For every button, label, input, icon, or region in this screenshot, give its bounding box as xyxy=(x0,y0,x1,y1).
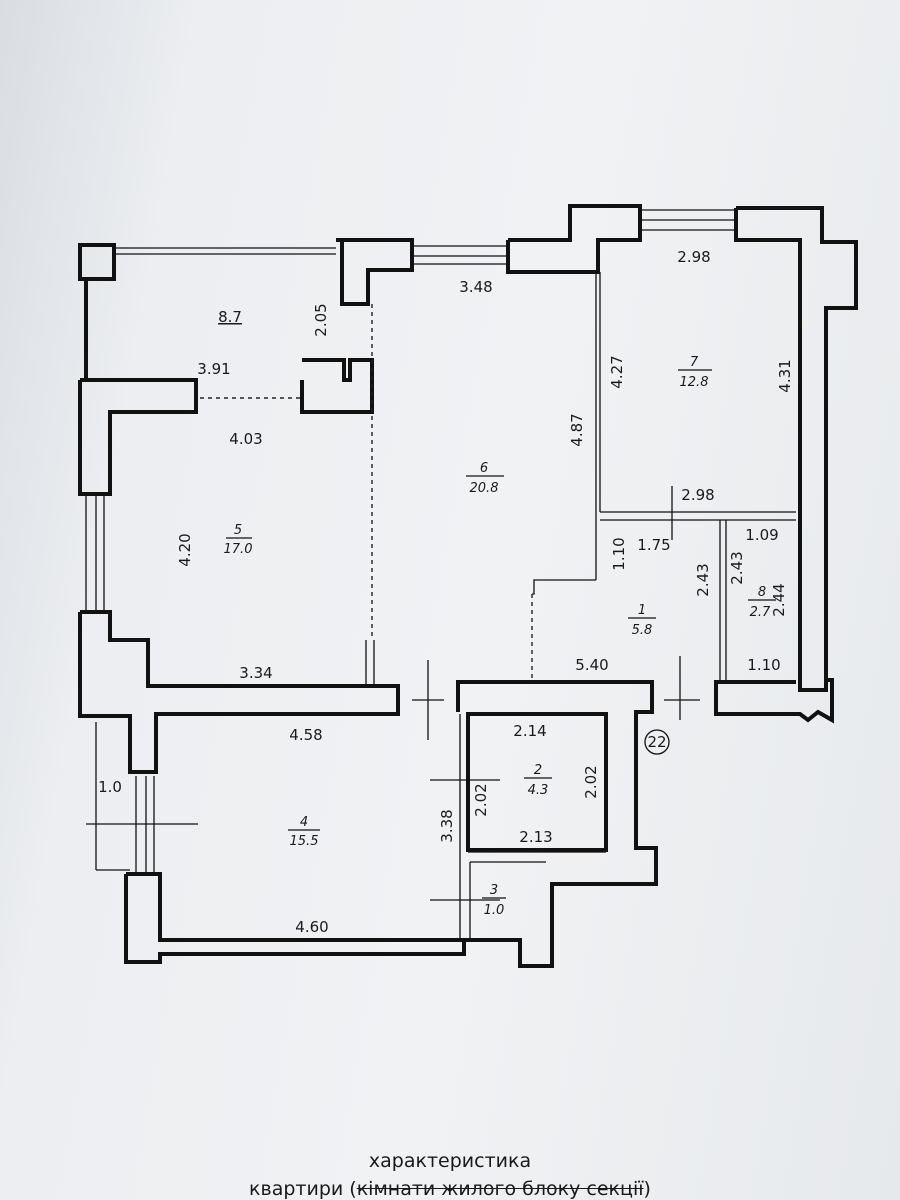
room-8-dim-bottom: 1.10 xyxy=(747,656,780,674)
axis-marker-label: 22 xyxy=(647,733,666,751)
room-7-dim-top: 2.98 xyxy=(677,248,710,266)
caption-subtitle-struck: кімнати жилого блоку секції xyxy=(356,1178,644,1200)
room-7-area: 12.8 xyxy=(680,375,709,390)
room-5-number: 5 xyxy=(234,523,242,538)
room-1-dim-top: 1.75 xyxy=(637,536,670,554)
room-7-dim-left: 4.27 xyxy=(608,355,626,388)
balcony-area: 8.7 xyxy=(218,308,242,326)
room-8-dim-top: 1.09 xyxy=(745,526,778,544)
room-8-area: 2.7 xyxy=(750,605,771,620)
room-4-dim-top: 4.58 xyxy=(289,726,322,744)
room-5-dim-height: 4.20 xyxy=(176,533,194,566)
room-5-dim-top: 4.03 xyxy=(229,430,262,448)
room-2-dim-right: 2.02 xyxy=(582,765,600,798)
room-4-dim-bottom: 4.60 xyxy=(295,918,328,936)
room-3-number: 3 xyxy=(490,883,498,898)
room-1-dim-right: 2.43 xyxy=(694,563,712,596)
room-1-area: 5.8 xyxy=(632,623,653,638)
room-8-number: 8 xyxy=(758,585,766,600)
caption-subtitle-start: квартири ( xyxy=(249,1178,357,1200)
room-6-dim-height: 4.87 xyxy=(568,413,586,446)
balcony-dim-depth: 2.05 xyxy=(312,303,330,336)
room-2-area: 4.3 xyxy=(528,783,549,798)
caption-subtitle: квартири (кімнати жилого блоку секції) xyxy=(0,1178,900,1200)
room-2-walls xyxy=(466,712,608,852)
room-2-dim-bottom: 2.13 xyxy=(519,828,552,846)
room-8-dim-right: 2.44 xyxy=(770,583,788,616)
room-5-area: 17.0 xyxy=(224,542,253,557)
room-1-dim-left: 1.10 xyxy=(610,537,628,570)
room-4-area: 15.5 xyxy=(290,834,319,849)
room-8-dim-left: 2.43 xyxy=(728,551,746,584)
balcony-dim-width: 3.91 xyxy=(197,360,230,378)
room-7-number: 7 xyxy=(690,355,699,370)
caption-title: характеристика xyxy=(368,1150,532,1172)
room-4-number: 4 xyxy=(300,815,308,830)
room-1-dim-bottom: 5.40 xyxy=(575,656,608,674)
column-top-left xyxy=(78,243,116,281)
room-4-dim-right: 3.38 xyxy=(438,809,456,842)
room-7-dim-bottom: 2.98 xyxy=(681,486,714,504)
room-7-dim-right: 4.31 xyxy=(776,359,794,392)
room-3-area: 1.0 xyxy=(484,903,505,918)
room-4-dim-window: 1.0 xyxy=(98,778,122,796)
walls xyxy=(78,204,858,968)
room-2-dim-top: 2.14 xyxy=(513,722,546,740)
room-1-number: 1 xyxy=(638,603,646,618)
axis-bubble xyxy=(644,729,670,755)
room-6-number: 6 xyxy=(480,461,488,476)
room-6-area: 20.8 xyxy=(470,481,499,496)
room-2-dim-left: 2.02 xyxy=(472,783,490,816)
room-2-number: 2 xyxy=(534,763,542,778)
room-6-dim-top: 3.48 xyxy=(459,278,492,296)
caption-subtitle-end: ) xyxy=(643,1178,651,1200)
room-5-dim-bottom: 3.34 xyxy=(239,664,272,682)
